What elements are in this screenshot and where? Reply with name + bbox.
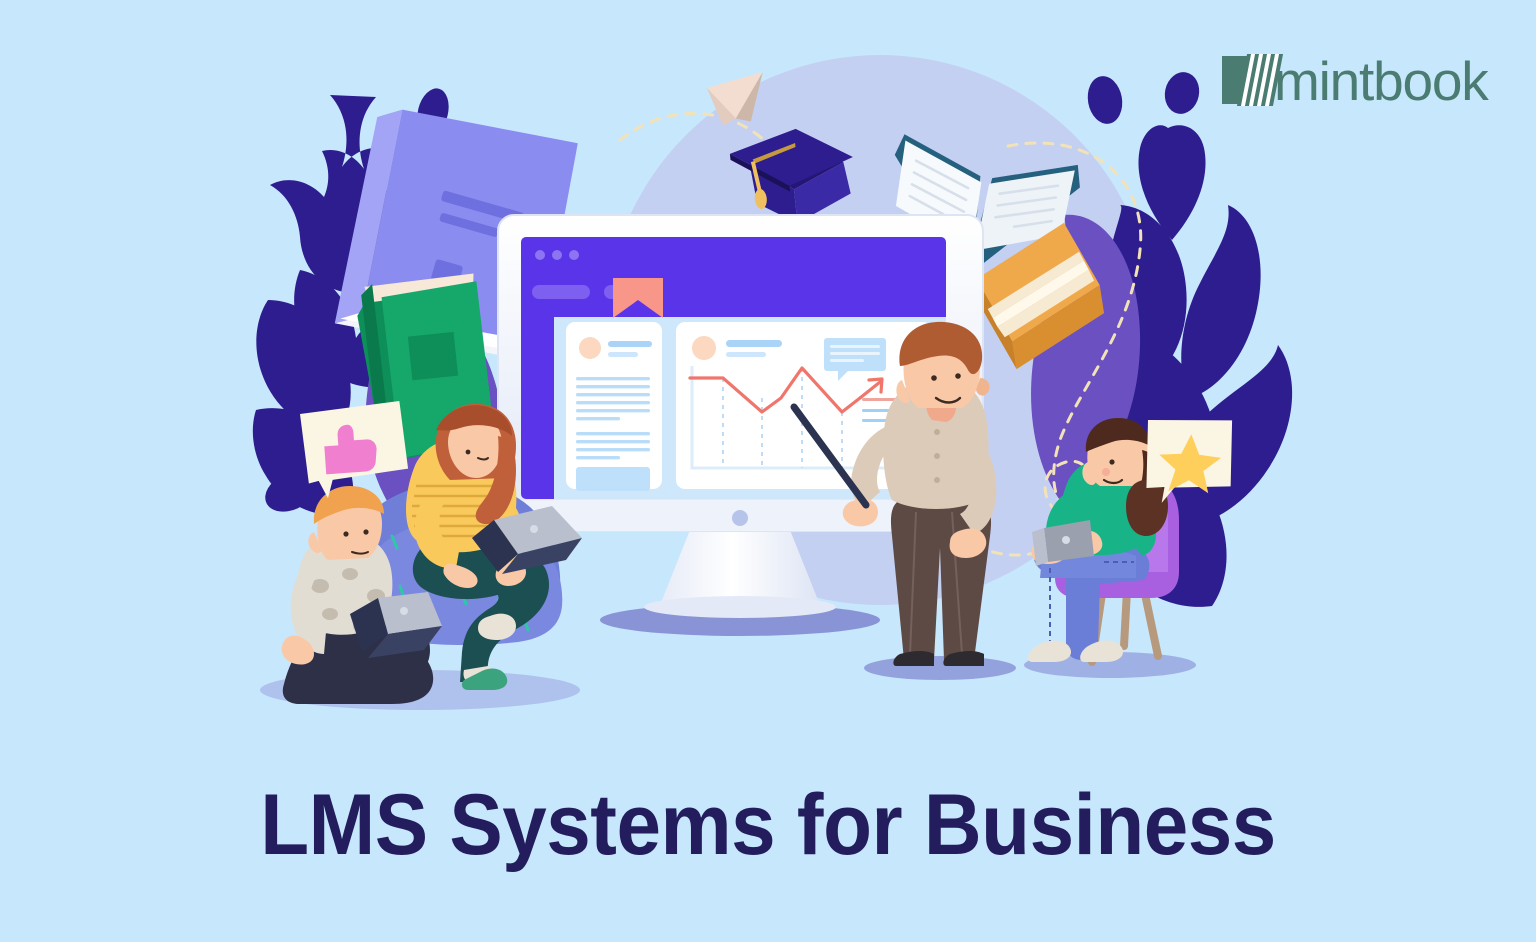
chart-line <box>688 366 862 414</box>
mintbook-logo-text: mintbook <box>1274 49 1489 112</box>
graduation-cap <box>729 128 853 224</box>
mintbook-logo[interactable]: mintbook <box>1222 49 1489 112</box>
thumbs-up-icon <box>324 424 377 475</box>
paper-plane <box>706 71 763 126</box>
woman-on-beanbag <box>406 403 582 684</box>
laptop-woman-beanbag <box>472 506 582 574</box>
star-bubble <box>1146 420 1233 503</box>
laptop-man-floor <box>350 592 442 658</box>
laptop-woman-chair <box>1032 520 1094 566</box>
man-on-floor <box>281 486 508 704</box>
star-icon <box>1159 434 1222 494</box>
pointer-stick <box>790 403 870 509</box>
chat-bubble-on-screen <box>824 338 886 381</box>
student-right <box>1028 418 1179 666</box>
shadow-presenter <box>864 656 1016 680</box>
floating-book-orange <box>976 222 1105 370</box>
student-group-left <box>281 403 582 704</box>
mintbook-logo-icon <box>1222 54 1284 106</box>
thumbs-up-bubble <box>300 401 409 499</box>
page-title: LMS Systems for Business <box>260 777 1276 873</box>
presenter <box>790 321 997 666</box>
bookmark-ribbon <box>613 278 663 318</box>
illustration-group <box>252 55 1293 710</box>
